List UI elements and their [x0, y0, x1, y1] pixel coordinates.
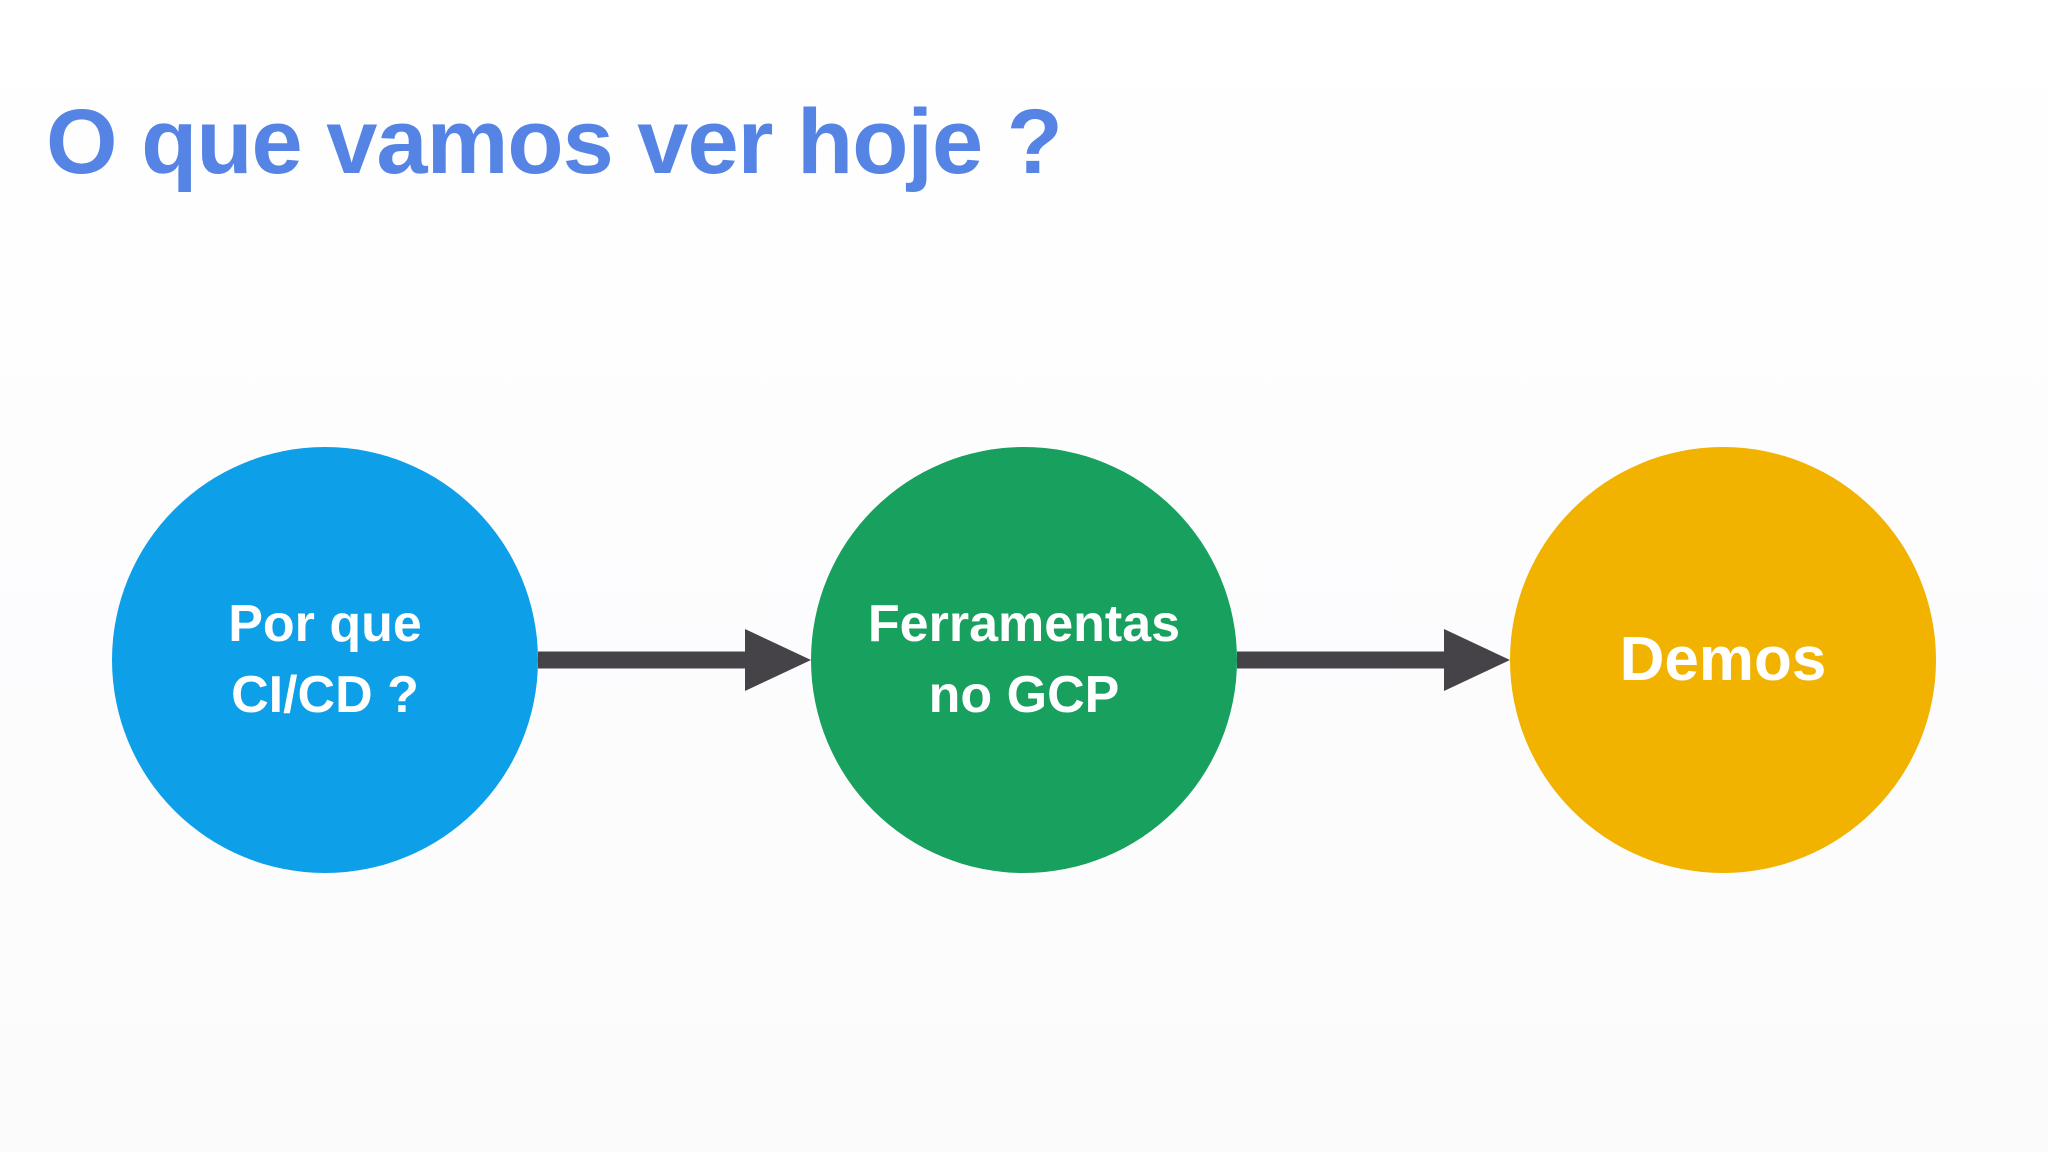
- arrow-head: [1444, 629, 1510, 691]
- arrow-head: [745, 629, 811, 691]
- node-gcp-tools: Ferramentas no GCP: [811, 447, 1237, 873]
- node-demos: Demos: [1510, 447, 1936, 873]
- flow-diagram: Por que CI/CD ? Ferramentas no GCP Demos: [112, 447, 1937, 873]
- arrow-right-icon: [1237, 629, 1510, 691]
- slide-title: O que vamos ver hoje ?: [46, 90, 1063, 193]
- node-why-cicd: Por que CI/CD ?: [112, 447, 538, 873]
- arrow-shaft: [538, 651, 750, 669]
- arrow-shaft: [1237, 651, 1449, 669]
- arrow-right-icon: [538, 629, 811, 691]
